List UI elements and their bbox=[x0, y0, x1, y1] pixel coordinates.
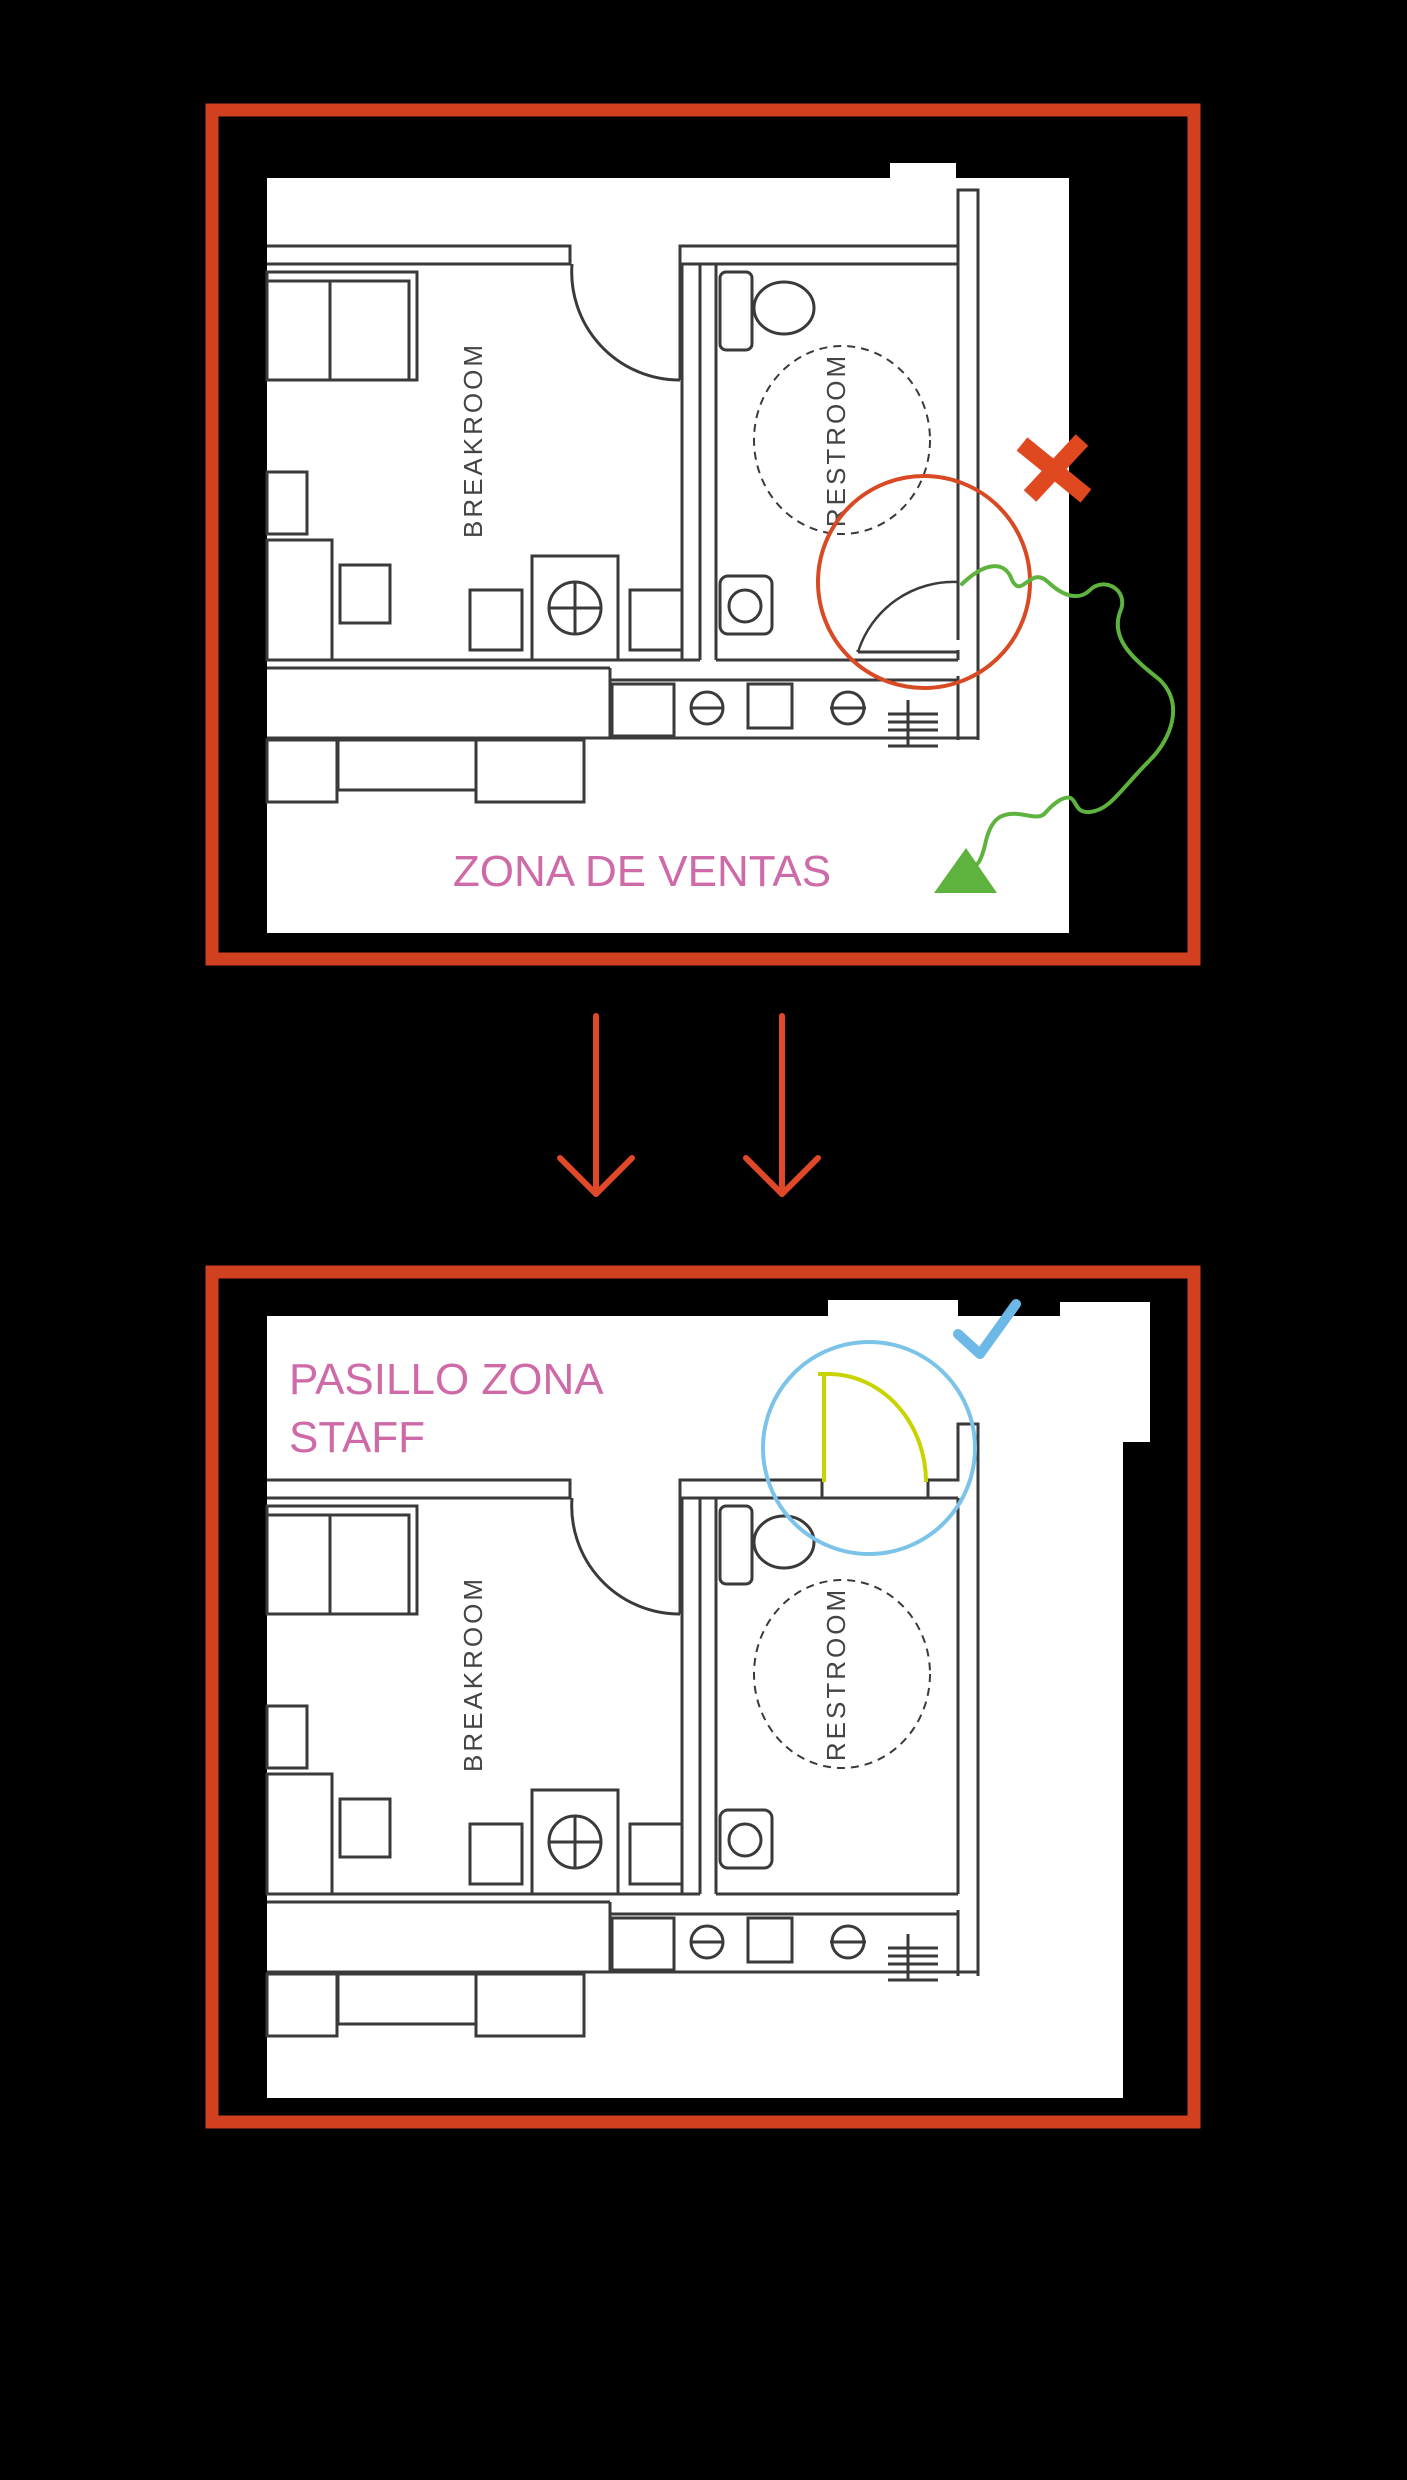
new-door-swing bbox=[818, 1372, 928, 1483]
access-path-line bbox=[960, 564, 1176, 868]
panel-frame bbox=[205, 103, 1201, 966]
new-door-highlight-circle bbox=[761, 1340, 977, 1556]
breakroom-label: BREAKROOM bbox=[458, 342, 488, 538]
zone-label: PASILLO ZONA STAFF bbox=[289, 1355, 613, 1462]
cross-icon bbox=[1016, 434, 1092, 503]
floorplan-sheet bbox=[267, 178, 1069, 933]
sheet-tab bbox=[1122, 1316, 1150, 1442]
zone-label-line: PASILLO ZONA bbox=[289, 1355, 604, 1404]
sheet-tab bbox=[890, 163, 956, 179]
floorplan-sheet bbox=[267, 1316, 1123, 2098]
transition-arrows bbox=[557, 1013, 821, 1197]
panel-before: BREAKROOM RESTROOM ZONA DE VENTAS bbox=[205, 103, 1201, 966]
floorplan-walls bbox=[265, 188, 980, 804]
entry-triangle-marker bbox=[934, 848, 997, 893]
arrow-down-icon bbox=[743, 1013, 821, 1197]
restroom-label: RESTROOM bbox=[821, 353, 851, 527]
floorplan-walls bbox=[265, 1422, 980, 2038]
zone-label: ZONA DE VENTAS bbox=[453, 847, 831, 896]
breakroom-label: BREAKROOM bbox=[458, 1576, 488, 1772]
zone-label-line: ZONA DE VENTAS bbox=[453, 847, 831, 896]
sheet-tab bbox=[828, 1300, 958, 1318]
zone-label-line: STAFF bbox=[289, 1413, 425, 1462]
arrow-down-icon bbox=[557, 1013, 635, 1197]
panel-after: BREAKROOM RESTROOM PASILLO ZONA STAFF bbox=[205, 1265, 1201, 2129]
panel-frame bbox=[205, 1265, 1201, 2129]
check-icon bbox=[953, 1299, 1021, 1359]
restroom-label: RESTROOM bbox=[821, 1587, 851, 1761]
